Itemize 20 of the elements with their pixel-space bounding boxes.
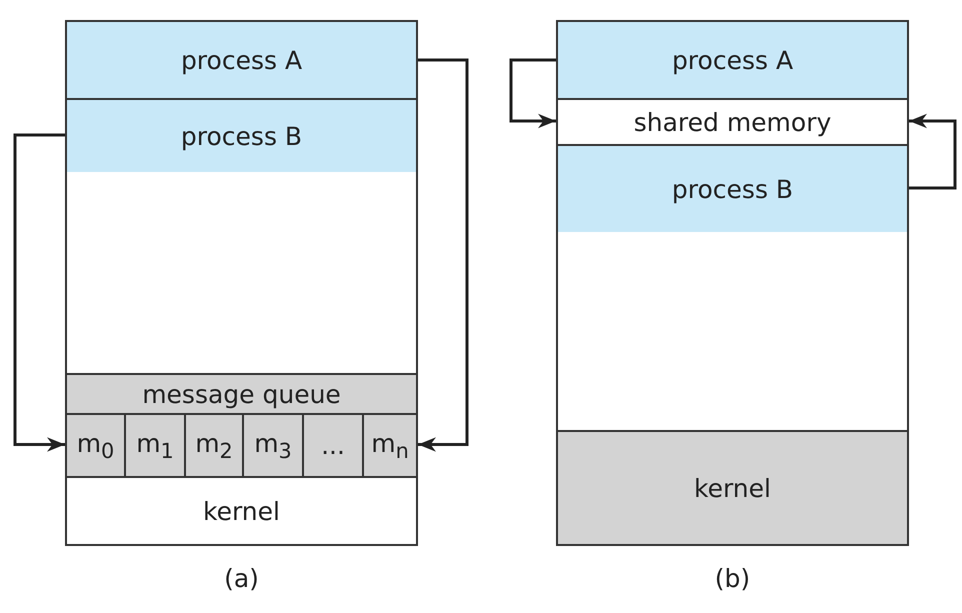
arrow xyxy=(14,134,65,452)
process-region: process A xyxy=(67,22,416,98)
message-queue-band: message queue xyxy=(67,373,416,413)
kernel-region: kernel xyxy=(558,430,907,544)
arrow xyxy=(909,114,956,190)
message-slot: m$_{n}$ xyxy=(362,413,416,476)
process-region: process A xyxy=(558,22,907,98)
message-slot: ... xyxy=(302,413,362,476)
memory-column xyxy=(556,20,909,546)
process-region: process B xyxy=(558,144,907,232)
message-slot: m$_{3}$ xyxy=(242,413,302,476)
process-region: process B xyxy=(67,98,416,172)
memory-column xyxy=(65,20,418,546)
message-slot: m$_{0}$ xyxy=(67,413,124,476)
message-slot: m$_{2}$ xyxy=(184,413,242,476)
caption-label: (b) xyxy=(714,564,752,593)
caption-label: (a) xyxy=(223,564,260,593)
arrow xyxy=(510,58,556,128)
message-slot: m$_{1}$ xyxy=(124,413,184,476)
arrow xyxy=(418,58,468,452)
